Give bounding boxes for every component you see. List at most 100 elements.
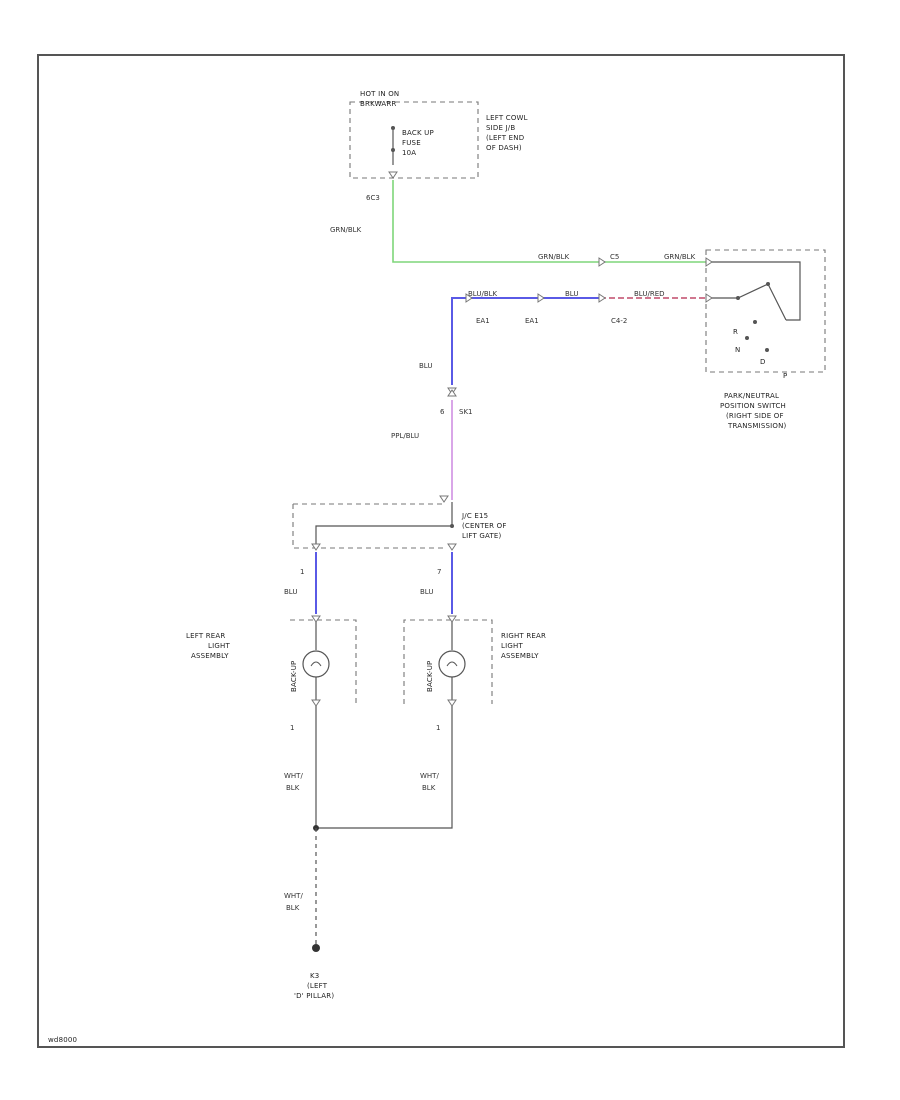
switch-title-line3: (RIGHT SIDE OF xyxy=(726,412,784,420)
junction-bus xyxy=(315,502,453,548)
fuse-label-line3: 10A xyxy=(402,149,416,157)
fuse-box-outline xyxy=(349,101,479,179)
left-lamp-title-line2: LIGHT xyxy=(208,642,230,650)
wire-label-blu-right: BLU xyxy=(420,588,433,596)
connector-pin-left-top: 1 xyxy=(300,568,304,576)
switch-pivot xyxy=(736,296,740,300)
fuse-terminal xyxy=(388,171,398,179)
right-lamp-title-line2: LIGHT xyxy=(501,642,523,650)
junction-label-line1: J/C E15 xyxy=(461,512,488,520)
blue-terminal-3 xyxy=(598,293,606,303)
junction-terminal-top xyxy=(439,495,449,503)
ground-code: K3 xyxy=(310,972,319,980)
fuse-node-top xyxy=(391,126,395,130)
fuse-terminal-label: 6C3 xyxy=(366,194,380,202)
connector-pin-right-top: 7 xyxy=(437,568,441,576)
right-lamp-terminal-bottom xyxy=(447,699,457,707)
right-lamp-terminal-top xyxy=(447,615,457,623)
junction-terminal-right xyxy=(447,543,457,551)
junction-terminal-left xyxy=(311,543,321,551)
junction-label-line2: (CENTER OF xyxy=(462,522,507,530)
blue-wire xyxy=(451,297,600,385)
switch-contact-node xyxy=(766,282,770,286)
fuse-node-mid xyxy=(391,148,395,152)
diagram-border xyxy=(37,54,845,1048)
switch-line-top xyxy=(712,261,801,321)
switch-contact xyxy=(712,283,787,321)
right-lamp-outline xyxy=(403,619,493,704)
left-lamp-terminal-bottom xyxy=(311,699,321,707)
fuse-location-line1: LEFT COWL xyxy=(486,114,528,122)
wire-label-wht-blk-left-2: BLK xyxy=(286,784,300,792)
connector-pin-left-bottom: 1 xyxy=(290,724,294,732)
switch-letter-n: N xyxy=(735,346,740,354)
wire-label-blu-left: BLU xyxy=(284,588,297,596)
connector-ea1-label: EA1 xyxy=(476,317,490,325)
right-lamp-title-line1: RIGHT REAR xyxy=(501,632,546,640)
wire-label-blu-vert: BLU xyxy=(419,362,432,370)
connector-c1-label: C5 xyxy=(610,253,619,261)
wire-label-grn-blk-mid: GRN/BLK xyxy=(538,253,570,261)
ground-location-line1: (LEFT xyxy=(307,982,328,990)
fuse-label-line2: FUSE xyxy=(402,139,421,147)
switch-point-n xyxy=(745,336,749,340)
switch-outline xyxy=(705,249,826,373)
wire-label-wht-blk-ground-2: BLK xyxy=(286,904,300,912)
switch-point-d xyxy=(765,348,769,352)
fuse-location-line3: (LEFT END xyxy=(486,134,524,142)
blue-terminal-2 xyxy=(537,293,545,303)
junction-outline xyxy=(292,503,444,549)
switch-terminal-bottom xyxy=(705,293,713,303)
green-connector-terminal xyxy=(598,257,606,267)
wire-label-blu-red: BLU/RED xyxy=(634,290,665,298)
switch-point-r xyxy=(753,320,757,324)
left-lamp-type: BACK-UP xyxy=(290,661,298,692)
ground-location-line2: 'D' PILLAR) xyxy=(294,992,334,1000)
wire-label-blu-blk-2: BLU xyxy=(565,290,578,298)
left-lamp-filament xyxy=(310,661,322,667)
switch-letter-r: R xyxy=(733,328,738,336)
switch-title-line1: PARK/NEUTRAL xyxy=(724,392,779,400)
connector-c42-label: C4-2 xyxy=(611,317,627,325)
junction-connector: J/C E15 (CENTER OF LIFT GATE) xyxy=(292,495,507,551)
left-lamp-terminal-top xyxy=(311,615,321,623)
fuse-label-line1: BACK UP xyxy=(402,129,434,137)
hot-label-line1: HOT IN ON xyxy=(360,90,399,98)
blue-terminal-1 xyxy=(465,293,473,303)
wire-label-wht-blk-ground-1: WHT/ xyxy=(284,892,303,900)
wire-label-ppl-blu: PPL/BLU xyxy=(391,432,419,440)
junction-label-line3: LIFT GATE) xyxy=(462,532,502,540)
vertical-terminal-top-2 xyxy=(447,389,457,397)
right-lamp-title-line3: ASSEMBLY xyxy=(501,652,539,660)
fuse-box: HOT IN ON BRKWARR BACK UP FUSE 10A LEFT … xyxy=(349,90,528,202)
wire-label-wht-blk-left-1: WHT/ xyxy=(284,772,303,780)
wire-label-grn-blk-right: GRN/BLK xyxy=(664,253,696,261)
park-neutral-switch: R N D P PARK/NEUTRAL POSITION SWITCH (RI… xyxy=(705,249,826,430)
switch-letter-p: P xyxy=(783,372,787,380)
hot-label-line2: BRKWARR xyxy=(360,100,396,108)
footer-code: wd8000 xyxy=(48,1036,77,1044)
connector-pin6-label: 6 xyxy=(440,408,445,416)
junction-node xyxy=(450,524,454,528)
fuse-location-line2: SIDE J/B xyxy=(486,124,515,132)
green-wire xyxy=(392,180,712,263)
left-lamp-bulb-icon xyxy=(302,650,330,678)
wire-label-wht-blk-right-1: WHT/ xyxy=(420,772,439,780)
right-lamp-bulb-icon xyxy=(438,650,466,678)
wire-label-blu-blk-1: BLU/BLK xyxy=(468,290,498,298)
left-lamp-title-line3: ASSEMBLY xyxy=(191,652,229,660)
switch-title-line2: POSITION SWITCH xyxy=(720,402,786,410)
right-lamp-type: BACK-UP xyxy=(426,661,434,692)
switch-letter-d: D xyxy=(760,358,766,366)
connector-pin-right-bottom: 1 xyxy=(436,724,440,732)
connector-ea1b-label: EA1 xyxy=(525,317,539,325)
switch-terminal-top xyxy=(705,257,713,267)
left-lamp-outline xyxy=(290,619,357,704)
switch-title-line4: TRANSMISSION) xyxy=(727,422,787,430)
fuse-location-line4: OF DASH) xyxy=(486,144,522,152)
right-rear-light-assembly: BACK-UP RIGHT REAR LIGHT ASSEMBLY xyxy=(403,615,546,707)
left-lamp-title-line1: LEFT REAR xyxy=(186,632,225,640)
right-lamp-filament xyxy=(446,661,458,667)
connector-sk1-label: SK1 xyxy=(459,408,473,416)
